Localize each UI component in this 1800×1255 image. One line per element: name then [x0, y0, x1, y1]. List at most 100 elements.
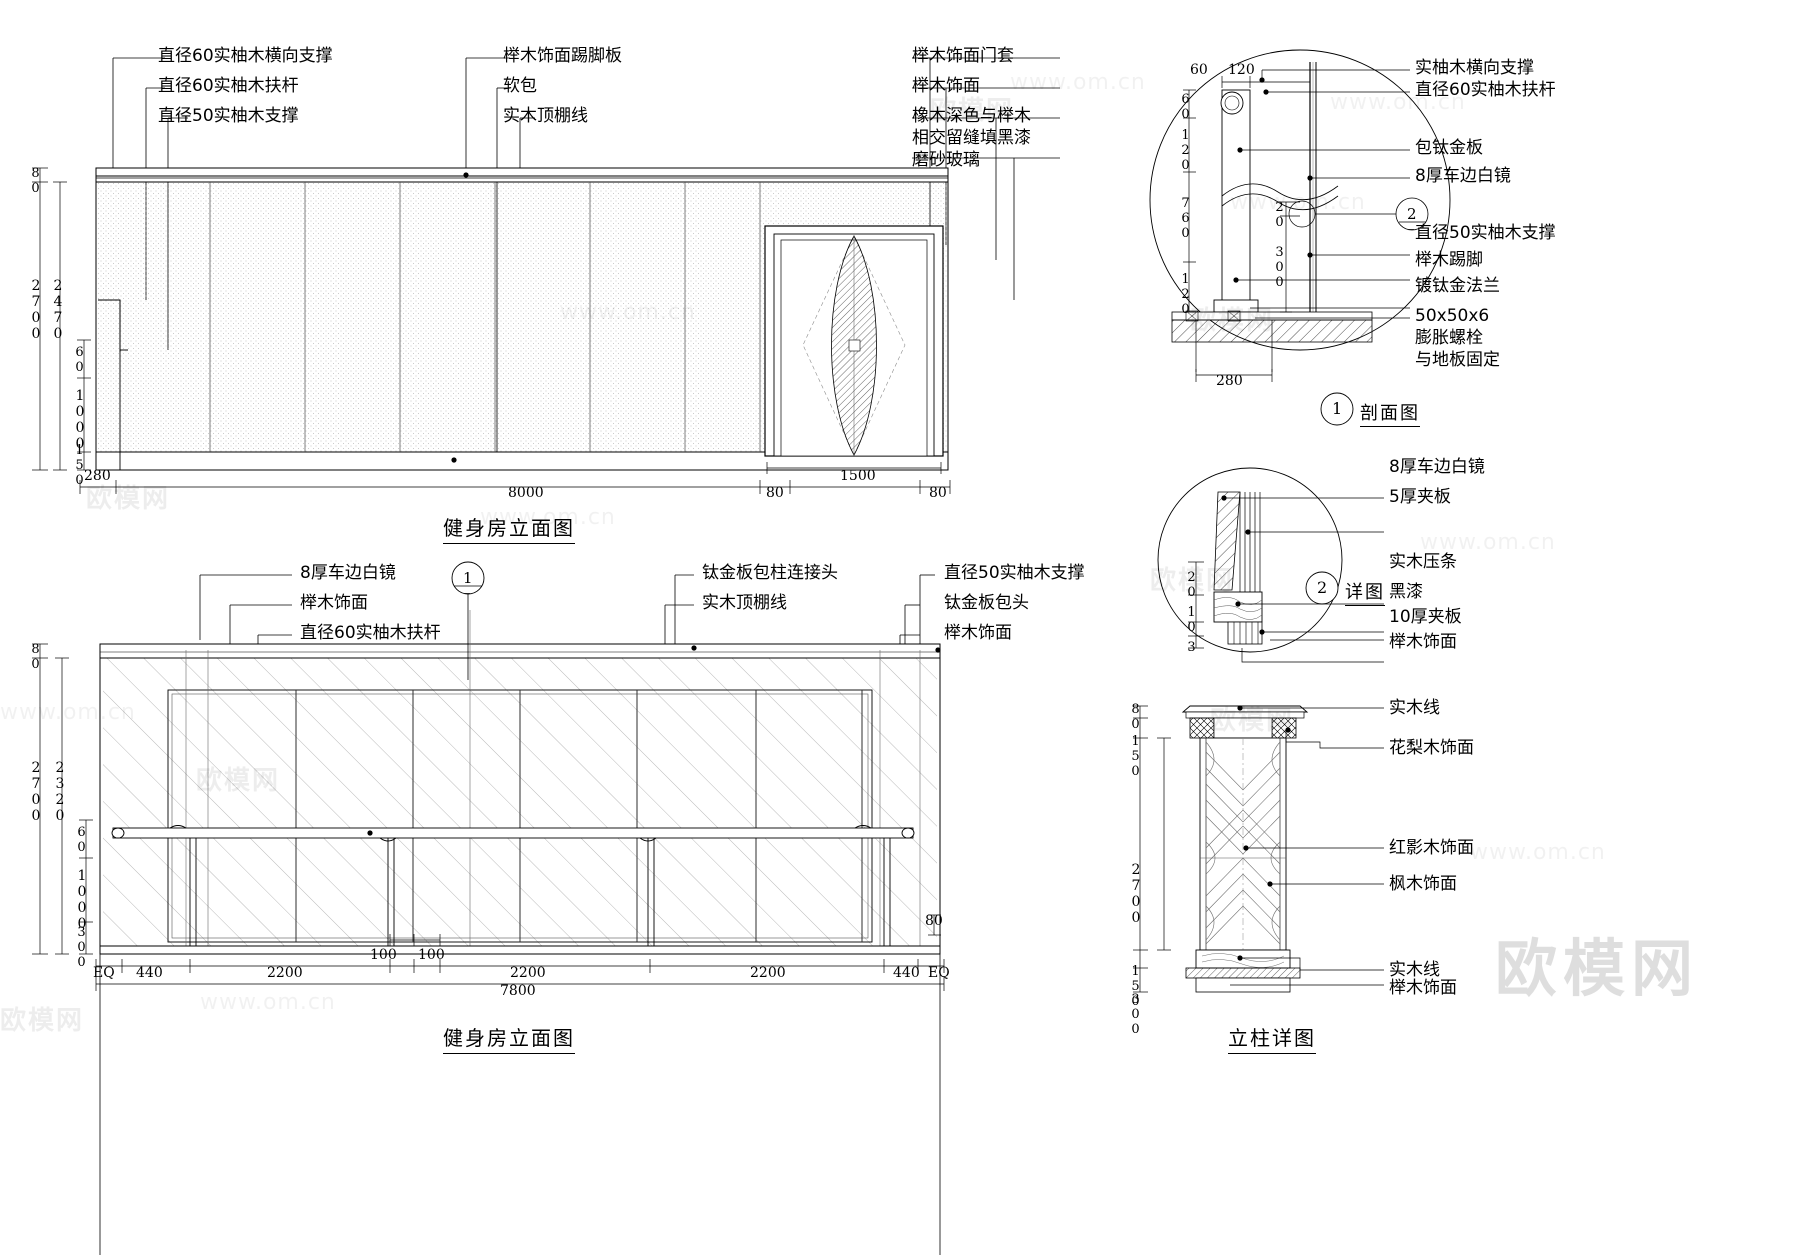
dim-sec1-left-120a: 120 [1178, 128, 1193, 173]
dim-bot-2200-2: 2200 [510, 965, 546, 981]
dim-bot-100-1: 100 [370, 947, 397, 963]
section-tag-2-number[interactable]: 2 [1317, 578, 1328, 597]
dim-top-80-right: 80 [929, 485, 947, 501]
label-sec2-1: 8厚车边白镜 [1389, 457, 1485, 477]
dim-bot-2200-3: 2200 [750, 965, 786, 981]
dim-bot-eq-right: EQ [928, 965, 950, 981]
label-col-3: 红影木饰面 [1389, 838, 1474, 858]
title-elevation-top: 健身房立面图 [443, 512, 575, 544]
dim-bot-1000: 1000 [74, 868, 90, 932]
detail-tag-1-number[interactable]: 1 [463, 569, 473, 587]
label-sec2-3: 实木压条 [1389, 552, 1457, 572]
label-sec1-1: 实柚木横向支撑 [1415, 58, 1534, 78]
label-sec1-5: 直径50实柚木支撑 [1415, 223, 1556, 243]
watermark-cn: 欧模网 [0, 1006, 85, 1036]
dim-col-150b: 150 [1128, 964, 1143, 1009]
section-tag-2-label: 详图 [1345, 578, 1385, 606]
label-top-right-1: 榉木饰面门套 [912, 46, 1014, 66]
dim-col-80: 80 [1128, 702, 1143, 732]
dim-bot-7800: 7800 [500, 983, 536, 999]
label-sec1-8: 50x50x6 [1415, 306, 1490, 326]
dim-bot-2200-1: 2200 [267, 965, 303, 981]
label-top-left-1: 直径60实柚木横向支撑 [158, 46, 333, 66]
watermark-logo: 欧模网 [1495, 932, 1700, 1005]
label-top-right-4: 相交留缝填黑漆 [912, 128, 1031, 148]
section-tag-1-number[interactable]: 1 [1332, 399, 1343, 418]
label-sec1-3: 包钛金板 [1415, 138, 1483, 158]
label-sec1-2: 直径60实柚木扶杆 [1415, 80, 1556, 100]
dim-bot-100-2: 100 [418, 947, 445, 963]
dim-top-8000: 8000 [508, 485, 544, 501]
dim-bot-2700: 2700 [28, 760, 44, 824]
dim-top-80-left: 80 [766, 485, 784, 501]
dim-sec1-20: 20 [1272, 200, 1287, 230]
label-col-5: 实木线 [1389, 960, 1440, 980]
label-top-mid-3: 实木顶棚线 [503, 106, 588, 126]
dim-sec1-left-760: 760 [1178, 196, 1193, 241]
watermark: www.om.cn [480, 505, 616, 530]
watermark: www.om.cn [1420, 530, 1556, 555]
dim-bot-80-right: 80 [925, 913, 943, 929]
label-sec1-6: 榉木踢脚 [1415, 250, 1483, 270]
dim-sec2-20: 20 [1184, 570, 1199, 600]
dim-bot-300: 300 [74, 925, 89, 970]
label-top-left-3: 直径50实柚木支撑 [158, 106, 299, 126]
watermark-cn: 欧模网 [86, 484, 171, 514]
watermark: www.om.cn [0, 700, 136, 725]
label-sec2-4: 黑漆 [1389, 582, 1423, 602]
label-top-left-2: 直径60实柚木扶杆 [158, 76, 299, 96]
watermark-cn: 欧模网 [1150, 566, 1235, 596]
watermark: www.om.cn [1230, 190, 1366, 215]
label-bot-right-1: 直径50实柚木支撑 [944, 563, 1085, 583]
dim-sec2-3: 3 [1184, 640, 1199, 655]
watermark: www.om.cn [200, 990, 336, 1015]
watermark: www.om.cn [1470, 840, 1606, 865]
label-sec2-5: 10厚夹板 [1389, 607, 1462, 627]
label-bot-left-1: 8厚车边白镜 [300, 563, 396, 583]
dim-top-150: 150 [72, 443, 87, 488]
dim-bot-440-left: 440 [136, 965, 163, 981]
dim-sec1-280: 280 [1216, 373, 1243, 389]
inner-tag-2-sub: – [1408, 222, 1415, 237]
dim-top-1000: 1000 [72, 388, 88, 452]
title-column-detail: 立柱详图 [1228, 1022, 1316, 1054]
watermark-cn: 欧模网 [930, 96, 1015, 126]
dim-top-2470: 2470 [50, 278, 66, 342]
label-top-mid-2: 软包 [503, 76, 537, 96]
dim-bot-440-right: 440 [893, 965, 920, 981]
label-bot-left-3: 直径60实柚木扶杆 [300, 623, 441, 643]
dim-sec1-left-60: 60 [1178, 92, 1193, 122]
inner-tag-2-number[interactable]: 2 [1407, 205, 1417, 223]
dim-sec1-left-120b: 120 [1178, 272, 1193, 317]
section-tag-1-label: 剖面图 [1360, 399, 1420, 427]
label-bot-mid-2: 实木顶棚线 [702, 593, 787, 613]
watermark-cn: 欧模网 [1210, 706, 1295, 736]
dim-sec1-120: 120 [1228, 62, 1255, 78]
dim-top-80: 80 [28, 166, 43, 196]
watermark-cn: 欧模网 [196, 766, 281, 796]
label-sec1-7: 镀钛金法兰 [1415, 276, 1500, 296]
dim-sec2-10: 10 [1184, 605, 1199, 635]
dim-bot-2320: 2320 [52, 760, 68, 824]
label-sec2-2: 5厚夹板 [1389, 487, 1451, 507]
label-bot-mid-1: 钛金板包柱连接头 [702, 563, 838, 583]
dim-top-60: 60 [72, 345, 87, 375]
dim-col-2700: 2700 [1128, 862, 1144, 926]
dim-bot-60: 60 [74, 825, 89, 855]
label-bot-left-2: 榉木饰面 [300, 593, 368, 613]
watermark: www.om.cn [560, 300, 696, 325]
title-elevation-bottom: 健身房立面图 [443, 1022, 575, 1054]
dim-bot-eq-left: EQ [93, 965, 115, 981]
dim-sec1-300: 300 [1272, 245, 1287, 290]
label-col-1: 实木线 [1389, 698, 1440, 718]
label-bot-right-3: 榉木饰面 [944, 623, 1012, 643]
label-col-2: 花梨木饰面 [1389, 738, 1474, 758]
label-top-right-3: 橡木深色与榉木 [912, 106, 1031, 126]
label-top-right-2: 榉木饰面 [912, 76, 980, 96]
label-top-mid-1: 榉木饰面踢脚板 [503, 46, 622, 66]
dim-col-300: 300 [1128, 992, 1143, 1037]
label-col-4: 枫木饰面 [1389, 874, 1457, 894]
dim-bot-80: 80 [28, 642, 43, 672]
label-col-6: 榉木饰面 [1389, 978, 1457, 998]
